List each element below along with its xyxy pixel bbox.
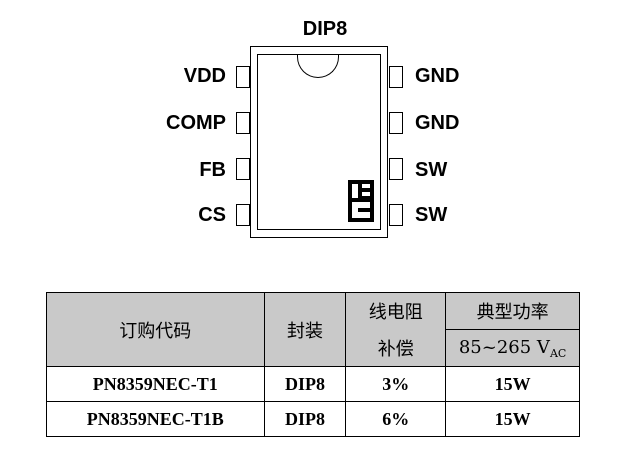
pin-label-gnd-2: GND: [415, 112, 460, 134]
pin-8: [389, 66, 403, 88]
header-package: 封装: [263, 292, 347, 367]
cell-part: PN8359NEC-T1: [46, 366, 265, 402]
header-typical-power: 典型功率: [445, 292, 580, 330]
table-header-row: 订购代码 封装 线电阻 典型功率: [46, 292, 580, 367]
pin-6: [389, 158, 403, 180]
cell-package: DIP8: [263, 401, 347, 437]
header-compensation-line1: 线电阻: [345, 292, 447, 330]
table-header-row-2: 补偿 85~265 VAC: [47, 329, 580, 367]
cell-part: PN8359NEC-T1B: [46, 401, 265, 437]
header-compensation-line2: 补偿: [345, 329, 447, 367]
pin-label-cs: CS: [198, 204, 226, 226]
pin-3: [236, 158, 250, 180]
chip-body-outline: [250, 46, 388, 238]
pin-label-gnd-1: GND: [415, 65, 460, 87]
pin-label-sw-2: SW: [415, 204, 448, 226]
header-voltage-range: 85~265 VAC: [445, 329, 580, 367]
pin-label-vdd: VDD: [183, 65, 226, 87]
cell-package: DIP8: [263, 366, 347, 402]
cell-power: 15W: [445, 366, 580, 402]
pin-5: [389, 204, 403, 226]
pin-label-fb: FB: [199, 159, 226, 181]
voltage-range-subscript: AC: [549, 346, 567, 360]
cell-compensation: 3%: [345, 366, 447, 402]
pin-1: [236, 66, 250, 88]
package-title: DIP8: [302, 18, 348, 40]
header-part-number: 订购代码: [46, 292, 265, 367]
pin-7: [389, 112, 403, 134]
pin-label-sw-1: SW: [415, 159, 448, 181]
cell-compensation: 6%: [345, 401, 447, 437]
voltage-range-text: 85~265 V: [458, 336, 550, 358]
table-row: PN8359NEC-T1 DIP8 3% 15W: [46, 366, 580, 402]
pin-label-comp: COMP: [166, 112, 226, 134]
company-logo: [348, 180, 374, 222]
pin-4: [236, 204, 250, 226]
ordering-table: 订购代码 封装 线电阻 典型功率 补偿 85~265 VAC PN8359NEC…: [46, 292, 580, 437]
table-row: PN8359NEC-T1B DIP8 6% 15W: [46, 401, 580, 437]
pin-2: [236, 112, 250, 134]
cell-power: 15W: [445, 401, 580, 437]
